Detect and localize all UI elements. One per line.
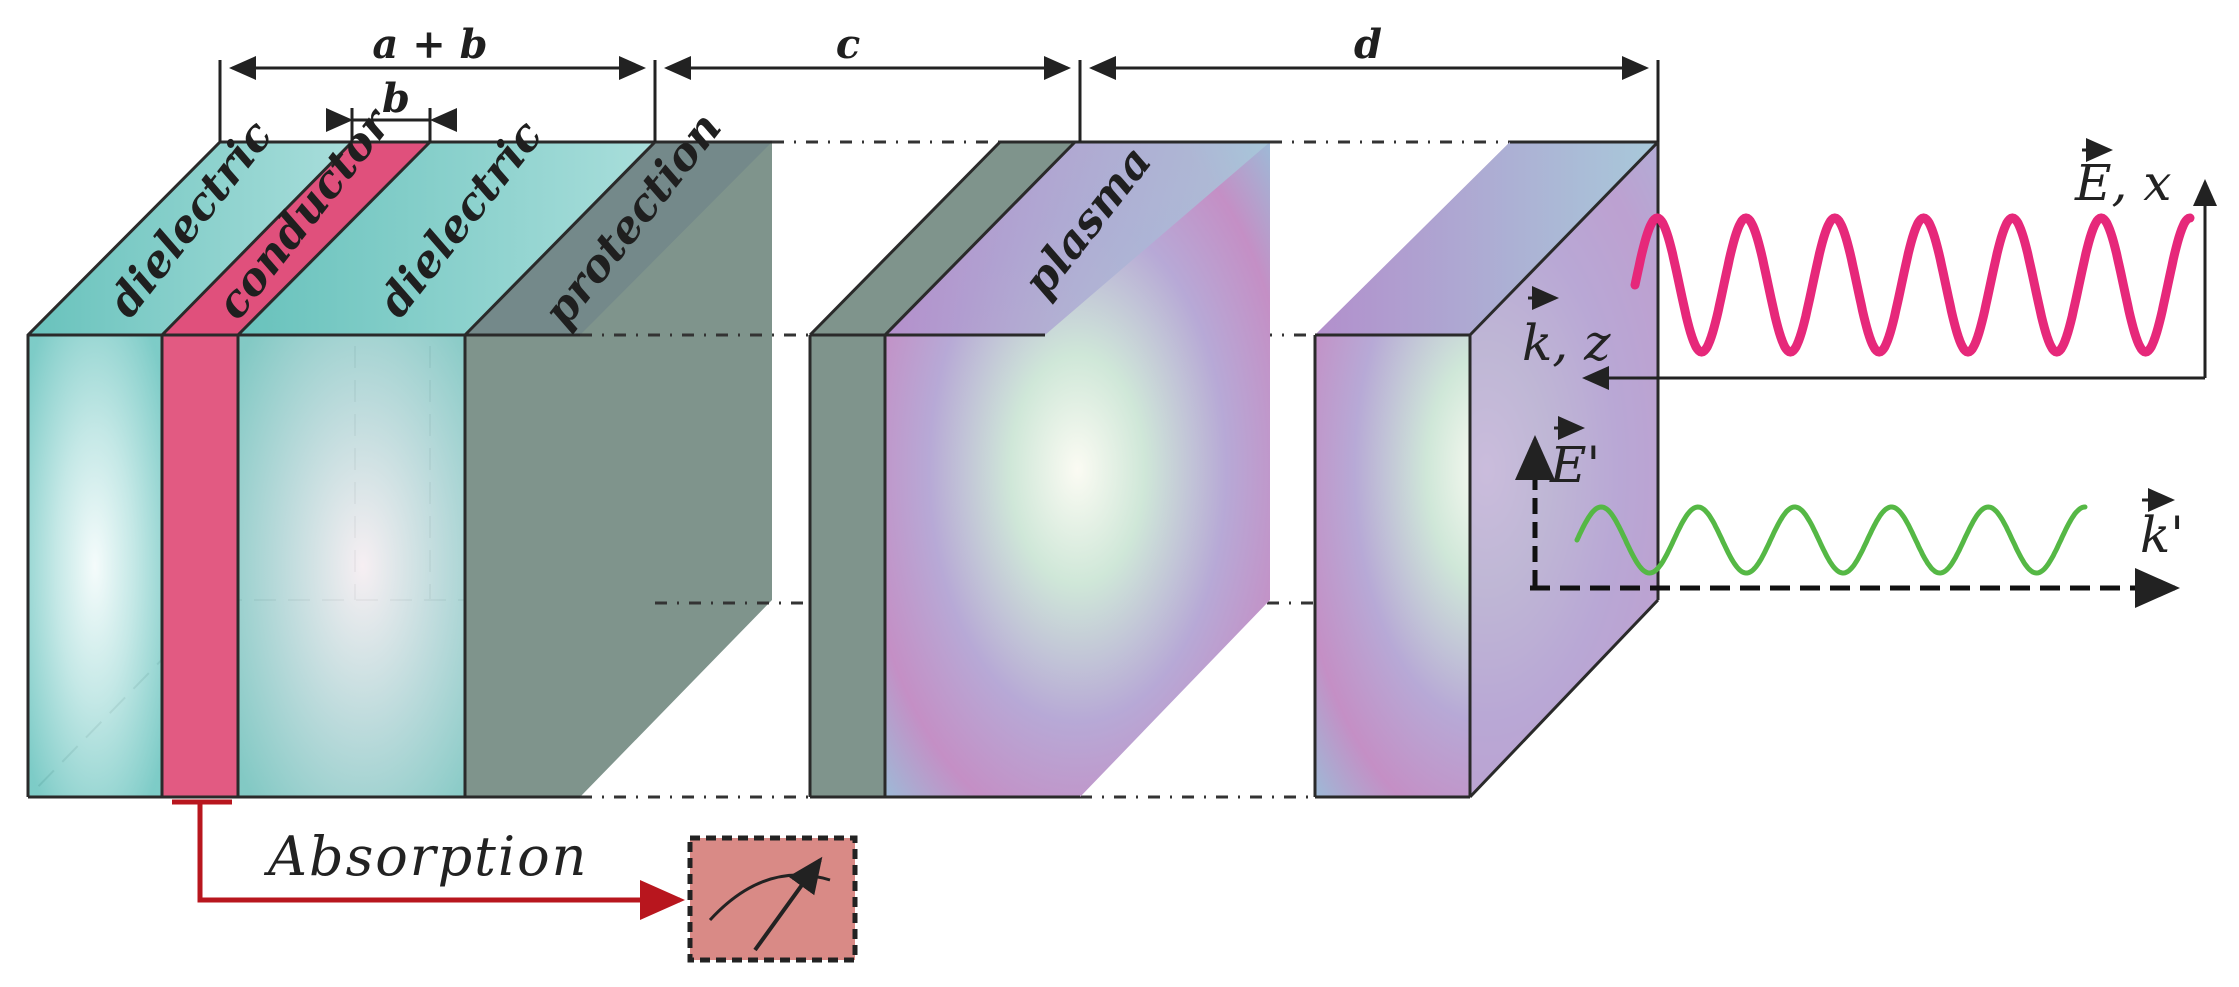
left-stack — [26, 140, 772, 799]
dielectric-right-front — [238, 335, 465, 797]
conductor-front — [162, 335, 238, 797]
meter-needle-icon — [753, 856, 823, 952]
label-reflected-field: E' — [1549, 436, 1600, 494]
dimension-b: b — [382, 75, 410, 122]
reflected-wave-group: E' k' — [1515, 416, 2184, 608]
dimension-lines — [218, 56, 1660, 142]
middle-stack — [808, 140, 1270, 799]
dimension-d: d — [1354, 21, 1382, 68]
incident-wave — [1630, 213, 2195, 357]
label-incident-wave: k, z — [1522, 314, 1611, 372]
protection-top — [465, 142, 772, 335]
conductor-top — [162, 142, 430, 335]
label-incident-field: E, x — [2074, 154, 2171, 212]
label-absorption: Absorption — [263, 825, 588, 888]
dimension-c: c — [836, 21, 860, 68]
dielectric-left-front — [28, 335, 162, 797]
absorption-meter — [687, 835, 858, 963]
dimension-a-plus-b: a + b — [372, 21, 487, 68]
plasma-box-side — [1470, 142, 1658, 797]
absorption-arrow — [197, 802, 685, 920]
dielectric-left-top — [28, 142, 352, 335]
middle-plasma-top — [885, 142, 1270, 335]
dielectric-right-top — [238, 142, 655, 335]
middle-protection — [810, 142, 1075, 797]
label-reflected-wave: k' — [2140, 506, 2184, 564]
plasma-box-top — [1315, 142, 1658, 335]
right-plasma-box — [1313, 140, 1660, 799]
reflected-wave — [1574, 504, 2088, 576]
incident-wave-group: E, x k, z — [1522, 138, 2217, 390]
absorption-group: Absorption — [172, 799, 858, 963]
